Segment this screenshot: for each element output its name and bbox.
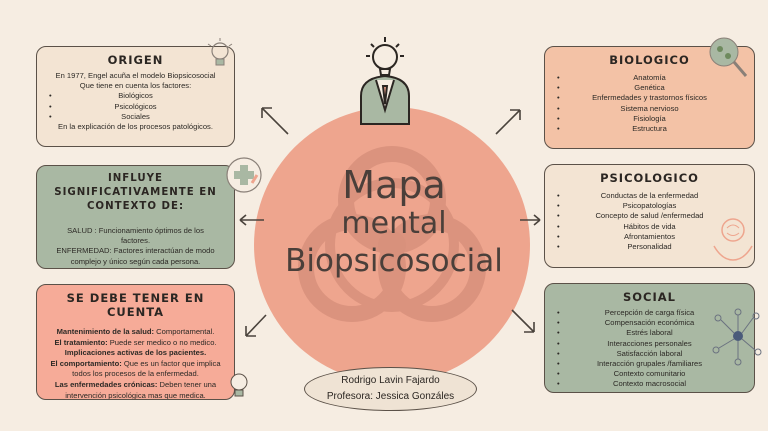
title-line-2: mental	[341, 206, 447, 241]
professor-name: Profesora: Jessica Gonzáles	[326, 391, 455, 402]
cuenta-row: Mantenimiento de la salud: Comportamenta…	[56, 327, 215, 336]
influye-enfermedad: ENFERMEDAD: Factores interactúan de modo…	[56, 246, 215, 266]
origen-card: ORIGEN En 1977, Engel acuña el modelo Bi…	[36, 46, 235, 147]
origen-outro: En la explicación de los procesos patoló…	[58, 122, 213, 132]
psicologico-item: Concepto de salud /enfermedad	[553, 211, 746, 221]
origen-title: ORIGEN	[107, 53, 164, 67]
cuenta-row: Implicaciones activas de los pacientes.	[64, 348, 207, 358]
author-name: Rodrigo Lavin Fajardo	[341, 375, 440, 386]
social-item: Compensación económica	[553, 318, 746, 328]
arrow-to-psicologico	[520, 214, 541, 226]
arrow-to-social	[511, 309, 535, 333]
arrow-to-influye	[239, 214, 264, 226]
origen-intro-2: Que tiene en cuenta los factores:	[79, 81, 192, 91]
cuenta-row: El tratamiento: Puede ser medico o no me…	[54, 337, 217, 347]
psicologico-title: PSICOLOGICO	[600, 171, 699, 185]
influye-salud: SALUD : Funcionamiento óptimos de los fa…	[67, 226, 204, 246]
social-item: Interacciones personales	[553, 339, 746, 349]
social-item: Satisfacción laboral	[553, 349, 746, 359]
psicologico-card: PSICOLOGICO Conductas de la enfermedad P…	[544, 164, 755, 268]
title-line-3: Biopsicosocial	[285, 243, 503, 279]
psicologico-item: Afrontamientos	[553, 232, 746, 242]
social-item: Estrés laboral	[553, 328, 746, 338]
biologico-item: Estructura	[553, 124, 746, 134]
title-line-1: Mapa	[342, 163, 446, 207]
social-title: SOCIAL	[622, 290, 676, 304]
brain-hands-icon	[713, 218, 753, 261]
cuenta-row: Las enfermedades crónicas: Deben tener u…	[54, 379, 217, 400]
biohazard-icon	[298, 146, 486, 322]
arrow-to-biologico	[495, 109, 521, 135]
origen-item: Psicológicos	[45, 102, 226, 112]
arrow-to-origen	[261, 107, 289, 135]
biologico-item: Anatomía	[553, 73, 746, 83]
biologico-item: Enfermedades y trastornos físicos	[553, 93, 746, 103]
person-idea-icon	[360, 37, 410, 125]
connector-arrows	[239, 107, 541, 337]
magnifier-germ-icon	[709, 37, 748, 77]
origen-item: Sociales	[45, 112, 226, 122]
arrow-to-cuenta	[245, 314, 267, 337]
social-item: Contexto comunitario	[553, 369, 746, 379]
origen-item: Biológicos	[45, 91, 226, 101]
origen-intro-1: En 1977, Engel acuña el modelo Biopsicos…	[55, 71, 216, 80]
biologico-item: Sistema nervioso	[553, 104, 746, 114]
biologico-title: BIOLOGICO	[609, 53, 690, 67]
cuenta-title: SE DEBE TENER EN CUENTA	[66, 291, 205, 319]
author-oval: Rodrigo Lavin Fajardo Profesora: Jessica…	[304, 367, 477, 411]
psicologico-item: Personalidad	[553, 242, 746, 252]
idea-bulb-icon	[230, 373, 248, 397]
social-card: SOCIAL Percepción de carga física Compen…	[544, 283, 755, 393]
health-cross-icon	[226, 157, 262, 193]
influye-card: INFLUYE SIGNIFICATIVAMENTE EN CONTEXTO D…	[36, 165, 235, 269]
biologico-item: Genética	[553, 83, 746, 93]
psicologico-item: Psicopatologías	[553, 201, 746, 211]
social-item: Percepción de carga física	[553, 308, 746, 318]
social-item: Contexto macrosocial	[553, 379, 746, 389]
network-people-icon	[712, 308, 762, 366]
cuenta-row: El comportamiento: Que es un factor que …	[50, 358, 221, 379]
psicologico-item: Conductas de la enfermedad	[553, 191, 746, 201]
psicologico-item: Hábitos de vida	[553, 222, 746, 232]
social-item: Interacción grupales /familiares	[553, 359, 746, 369]
cuenta-card: SE DEBE TENER EN CUENTA Mantenimiento de…	[36, 284, 235, 400]
biologico-item: Fisiología	[553, 114, 746, 124]
influye-title: INFLUYE SIGNIFICATIVAMENTE EN CONTEXTO D…	[54, 173, 217, 212]
lightbulb-icon	[207, 38, 233, 66]
